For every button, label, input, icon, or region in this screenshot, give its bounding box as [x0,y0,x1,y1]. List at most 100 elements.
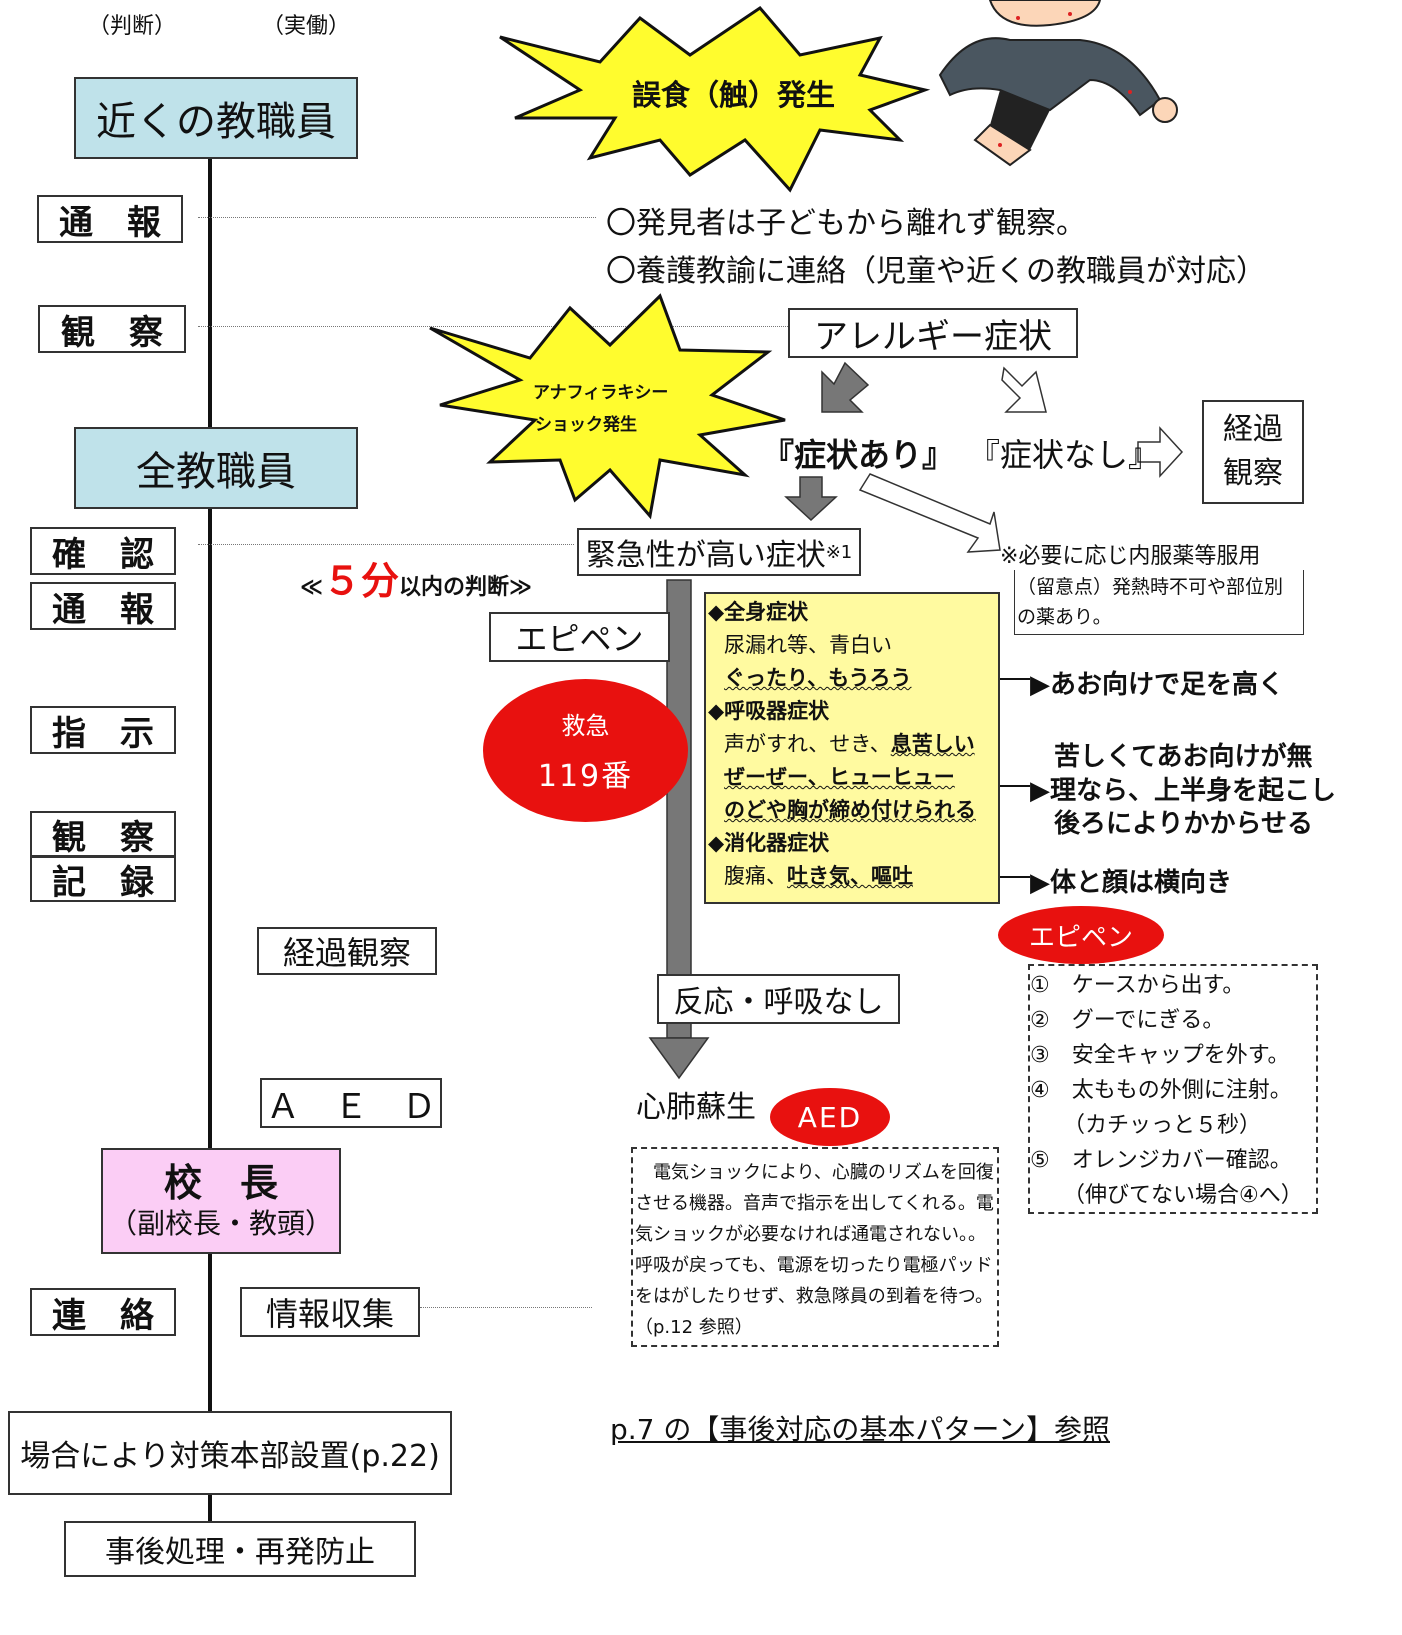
urgent-symptoms-label: 緊急性が高い症状 [585,538,826,573]
timeline-line-3 [208,1254,212,1412]
rash-spot [1128,90,1132,94]
note-observer: 〇発見者は子どもから離れず観察。 [606,206,1086,241]
arrow-to-medicine [858,473,1001,553]
symptoms-yes: 『症状あり』 [762,436,955,474]
step-instruct: 指 示 [30,706,176,754]
child-hand [1152,97,1178,123]
medicine-caution: （留意点）発熱時不可や部位別の薬あり。 [1014,570,1304,635]
note-nurse: 〇養護教諭に連絡（児童や近くの教職員が対応） [606,254,1266,289]
timeline-line-1 [208,158,212,428]
epipen-step: （カチッっと５秒） [1030,1113,1262,1138]
step-observe-1: 観 察 [38,305,186,353]
epipen-badge: エピペン [998,906,1164,964]
step-record: 記 録 [30,856,176,903]
connector-info [420,1307,592,1308]
response-2a: 苦しくてあお向けが無 [1054,742,1313,772]
epipen-step: ① ケースから出す。 [1030,973,1245,998]
resp-1: 声がすれ、せき、息苦しい [724,728,980,761]
urgent-symptoms-box: 緊急性が高い症状※1 [577,528,861,576]
principal-title: 校 長 [163,1161,278,1205]
emergency-119: 救急 119番 [483,679,688,822]
systemic-2: ぐったり、もうろう [724,666,912,690]
timeline-line-4 [208,1495,212,1523]
arrow-main-shaft [666,579,692,1039]
epipen-step: ③ 安全キャップを外す。 [1030,1043,1290,1068]
digest-1: 腹痛、吐き気、嘔吐 [724,860,980,893]
header-action: （実働） [262,14,351,39]
burst-anaphylaxis-label-1: アナフィラキシー [533,383,669,403]
principal-subtitle: （副校長・教頭） [108,1207,333,1240]
no-response-box: 反応・呼吸なし [657,974,900,1024]
step-contact: 連 絡 [30,1288,176,1336]
digest-title: ◆消化器症状 [708,831,830,855]
five-min-suffix: 以内の判断≫ [399,575,533,600]
rash-spot [1068,12,1072,16]
role-principal: 校 長 （副校長・教頭） [101,1148,341,1254]
connector-confirm [198,544,574,545]
burst-ingestion-label: 誤食（触）発生 [632,78,836,112]
step-report-1: 通 報 [37,195,183,243]
action-aed: Ａ Ｅ Ｄ [260,1078,442,1128]
arrow-to-symptoms-yes [821,361,870,413]
child-leg [973,123,1032,167]
arrow-to-urgent [784,476,838,522]
epipen-step: （伸びてない場合④へ） [1030,1183,1303,1208]
child-illustration [938,0,1178,167]
response-3: ▶体と顔は横向き [1030,868,1232,898]
step-observe-2: 観 察 [30,811,176,858]
rash-spot [998,143,1002,147]
epipen-step: ② グーでにぎる。 [1030,1008,1225,1033]
action-follow-up: 経過観察 [257,927,437,975]
arrow-to-symptoms-no [1001,366,1047,413]
action-info-gathering: 情報収集 [240,1287,420,1337]
connector-observe [198,326,788,327]
epipen-box: エピペン [489,612,670,662]
reference-link[interactable]: p.7 の【事後対応の基本パターン】参照 [610,1413,1110,1446]
digest-1a: 腹痛、 [724,864,787,888]
urgent-symptoms-note: ※1 [825,541,853,563]
emergency-number: 119番 [537,759,634,794]
symptoms-box: ◆全身症状 尿漏れ等、青白い ぐったり、もうろう ◆呼吸器症状 声がすれ、せき、… [704,592,1000,904]
burst-anaphylaxis-shape [429,293,786,520]
systemic-1: 尿漏れ等、青白い [724,633,892,657]
response-2b: ▶理なら、上半身を起こし [1030,776,1336,806]
medicine-note: ※必要に応じ内服薬等服用 [1000,544,1261,569]
five-minute-judgment: ≪５分以内の判断≫ [300,550,532,605]
resp-3: のどや胸が締め付けられる [724,798,976,822]
timeline-line-2 [208,508,212,1150]
rash-spot [1016,16,1020,20]
allergy-symptoms-box: アレルギー症状 [788,308,1078,358]
follow-observation-box: 経過 観察 [1202,400,1304,504]
role-nearby-staff: 近くの教職員 [74,77,358,159]
epipen-step: ④ 太ももの外側に注射。 [1030,1078,1292,1103]
aed-badge: AED [770,1088,890,1146]
resp-1b: 息苦しい [890,732,975,756]
symptoms-no: 『症状なし』 [968,436,1161,474]
step-report-2: 通 報 [30,582,176,630]
digest-1b: 吐き気、嘔吐 [787,864,913,888]
header-judgment: （判断） [88,14,177,39]
resp-title: ◆呼吸器症状 [708,699,830,723]
action-aftercare: 事後処理・再発防止 [64,1521,416,1577]
response-2c: 後ろによりかからせる [1054,809,1313,839]
resp-1a: 声がすれ、せき、 [724,732,891,756]
aed-description-box: 電気ショックにより、心臓のリズムを回復させる機器。音声で指示を出してくれる。電気… [631,1147,999,1347]
cpr-label: 心肺蘇生 [636,1090,756,1125]
epipen-steps-box: ① ケースから出す。 ② グーでにぎる。 ③ 安全キャップを外す。 ④ 太ももの… [1028,964,1318,1214]
epipen-step: ⑤ オレンジカバー確認。 [1030,1148,1292,1173]
burst-ingestion-shape [499,6,931,193]
arrow-main-head [648,1037,710,1080]
burst-anaphylaxis-label-2: ショック発生 [535,415,637,435]
step-confirm: 確 認 [30,527,176,575]
child-shorts [990,90,1050,150]
resp-2: ぜーぜー、ヒューヒュー [724,765,955,789]
aed-description: 電気ショックにより、心臓のリズムを回復させる機器。音声で指示を出してくれる。電気… [635,1162,994,1338]
connector-report [198,217,596,218]
emergency-label: 救急 [561,712,610,740]
five-min-number: ５分 [323,559,400,603]
action-headquarters: 場合により対策本部設置(p.22) [8,1411,452,1495]
arrow-to-follow-up [1137,426,1184,478]
response-1: ▶あお向けで足を高く [1030,670,1284,700]
